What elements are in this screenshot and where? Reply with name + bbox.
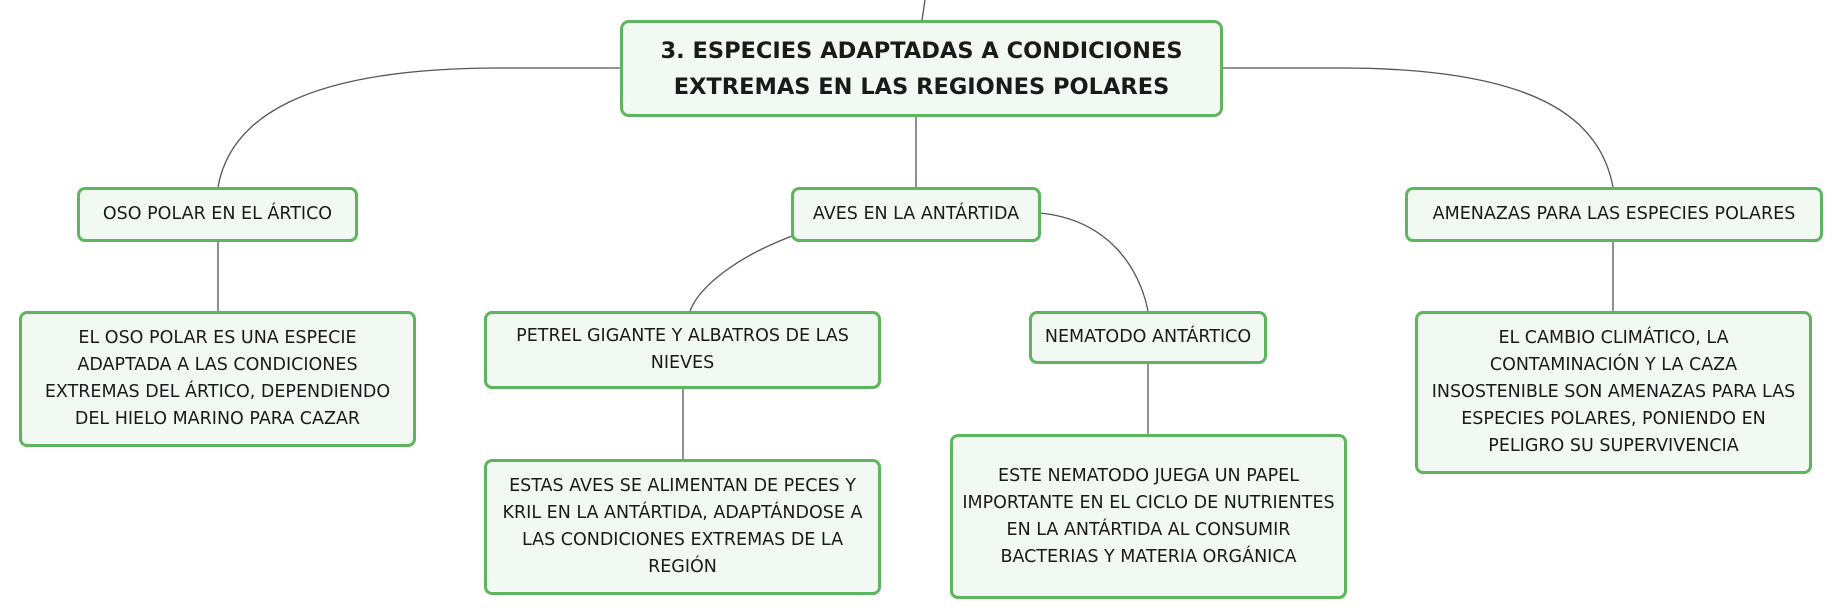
detail-text-oso-polar: EL OSO POLAR ES UNA ESPECIE ADAPTADA A L…: [44, 328, 391, 429]
central-topic-label: 3. ESPECIES ADAPTADAS A CONDICIONES EXTR…: [660, 37, 1183, 100]
subtopic-node-nematodo[interactable]: NEMATODO ANTÁRTICO: [1029, 311, 1267, 364]
detail-node-oso-polar[interactable]: EL OSO POLAR ES UNA ESPECIE ADAPTADA A L…: [19, 311, 416, 447]
topic-node-aves-antartida[interactable]: AVES EN LA ANTÁRTIDA: [791, 187, 1041, 242]
subtopic-label-petrel: PETREL GIGANTE Y ALBATROS DE LAS NIEVES: [516, 326, 849, 373]
connector-aves-petrel: [689, 234, 796, 312]
topic-label-aves-antartida: AVES EN LA ANTÁRTIDA: [812, 204, 1020, 224]
detail-text-petrel: ESTAS AVES SE ALIMENTAN DE PECES Y KRIL …: [502, 476, 863, 577]
detail-text-amenazas: EL CAMBIO CLIMÁTICO, LA CONTAMINACIÓN Y …: [1431, 328, 1796, 456]
subtopic-node-petrel[interactable]: PETREL GIGANTE Y ALBATROS DE LAS NIEVES: [484, 311, 881, 389]
detail-node-amenazas[interactable]: EL CAMBIO CLIMÁTICO, LA CONTAMINACIÓN Y …: [1415, 311, 1812, 474]
connector-parent-root: [921, 0, 926, 21]
connector-root-oso: [217, 67, 620, 188]
subtopic-label-nematodo: NEMATODO ANTÁRTICO: [1044, 327, 1252, 347]
connector-aves-nematodo: [1039, 212, 1149, 312]
central-topic-node[interactable]: 3. ESPECIES ADAPTADAS A CONDICIONES EXTR…: [620, 20, 1223, 117]
detail-node-nematodo[interactable]: ESTE NEMATODO JUEGA UN PAPEL IMPORTANTE …: [950, 434, 1347, 599]
topic-label-amenazas: AMENAZAS PARA LAS ESPECIES POLARES: [1432, 204, 1796, 224]
detail-node-petrel[interactable]: ESTAS AVES SE ALIMENTAN DE PECES Y KRIL …: [484, 459, 881, 595]
topic-node-amenazas[interactable]: AMENAZAS PARA LAS ESPECIES POLARES: [1405, 187, 1823, 242]
connector-root-amenazas: [1222, 67, 1614, 188]
detail-text-nematodo: ESTE NEMATODO JUEGA UN PAPEL IMPORTANTE …: [962, 465, 1335, 567]
topic-node-oso-polar[interactable]: OSO POLAR EN EL ÁRTICO: [77, 187, 358, 242]
topic-label-oso-polar: OSO POLAR EN EL ÁRTICO: [102, 204, 333, 224]
